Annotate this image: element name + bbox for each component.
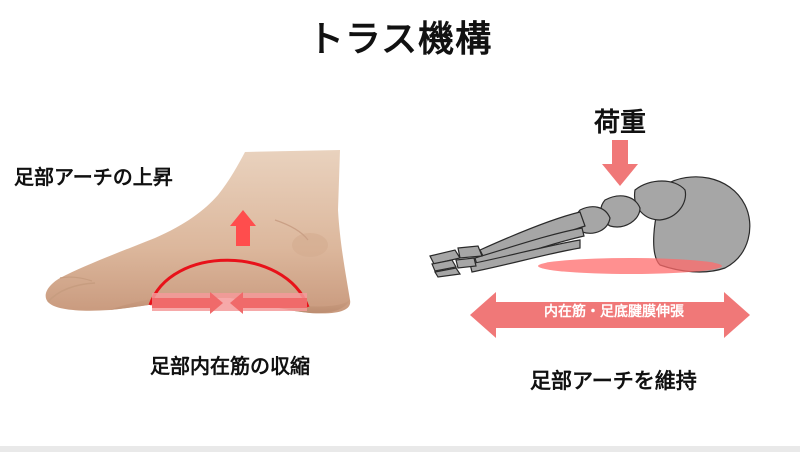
- foot-silhouette: [45, 150, 351, 314]
- load-label: 荷重: [594, 108, 647, 138]
- right-arrow-icon: [152, 292, 223, 314]
- arch-arc: [148, 258, 310, 308]
- foot-illustration: [45, 150, 351, 314]
- foot-skeleton: [429, 176, 751, 278]
- left-arrow-icon: [230, 292, 307, 314]
- slide-title: トラス機構: [307, 19, 493, 60]
- muscle-contraction-label: 足部内在筋の収縮: [150, 354, 310, 378]
- arch-maintain-label: 足部アーチを維持: [530, 369, 697, 393]
- talus-bone: [633, 180, 687, 221]
- bottom-rule: [0, 446, 800, 452]
- arch-rise-label: 足部アーチの上昇: [14, 165, 173, 189]
- up-arrow-icon: [230, 210, 256, 246]
- down-arrow-icon: [602, 140, 638, 186]
- plantar-fascia-band: [538, 258, 722, 274]
- band-label: 内在筋・足底腱膜伸張: [544, 304, 684, 320]
- double-headed-arrow-icon: [470, 292, 750, 338]
